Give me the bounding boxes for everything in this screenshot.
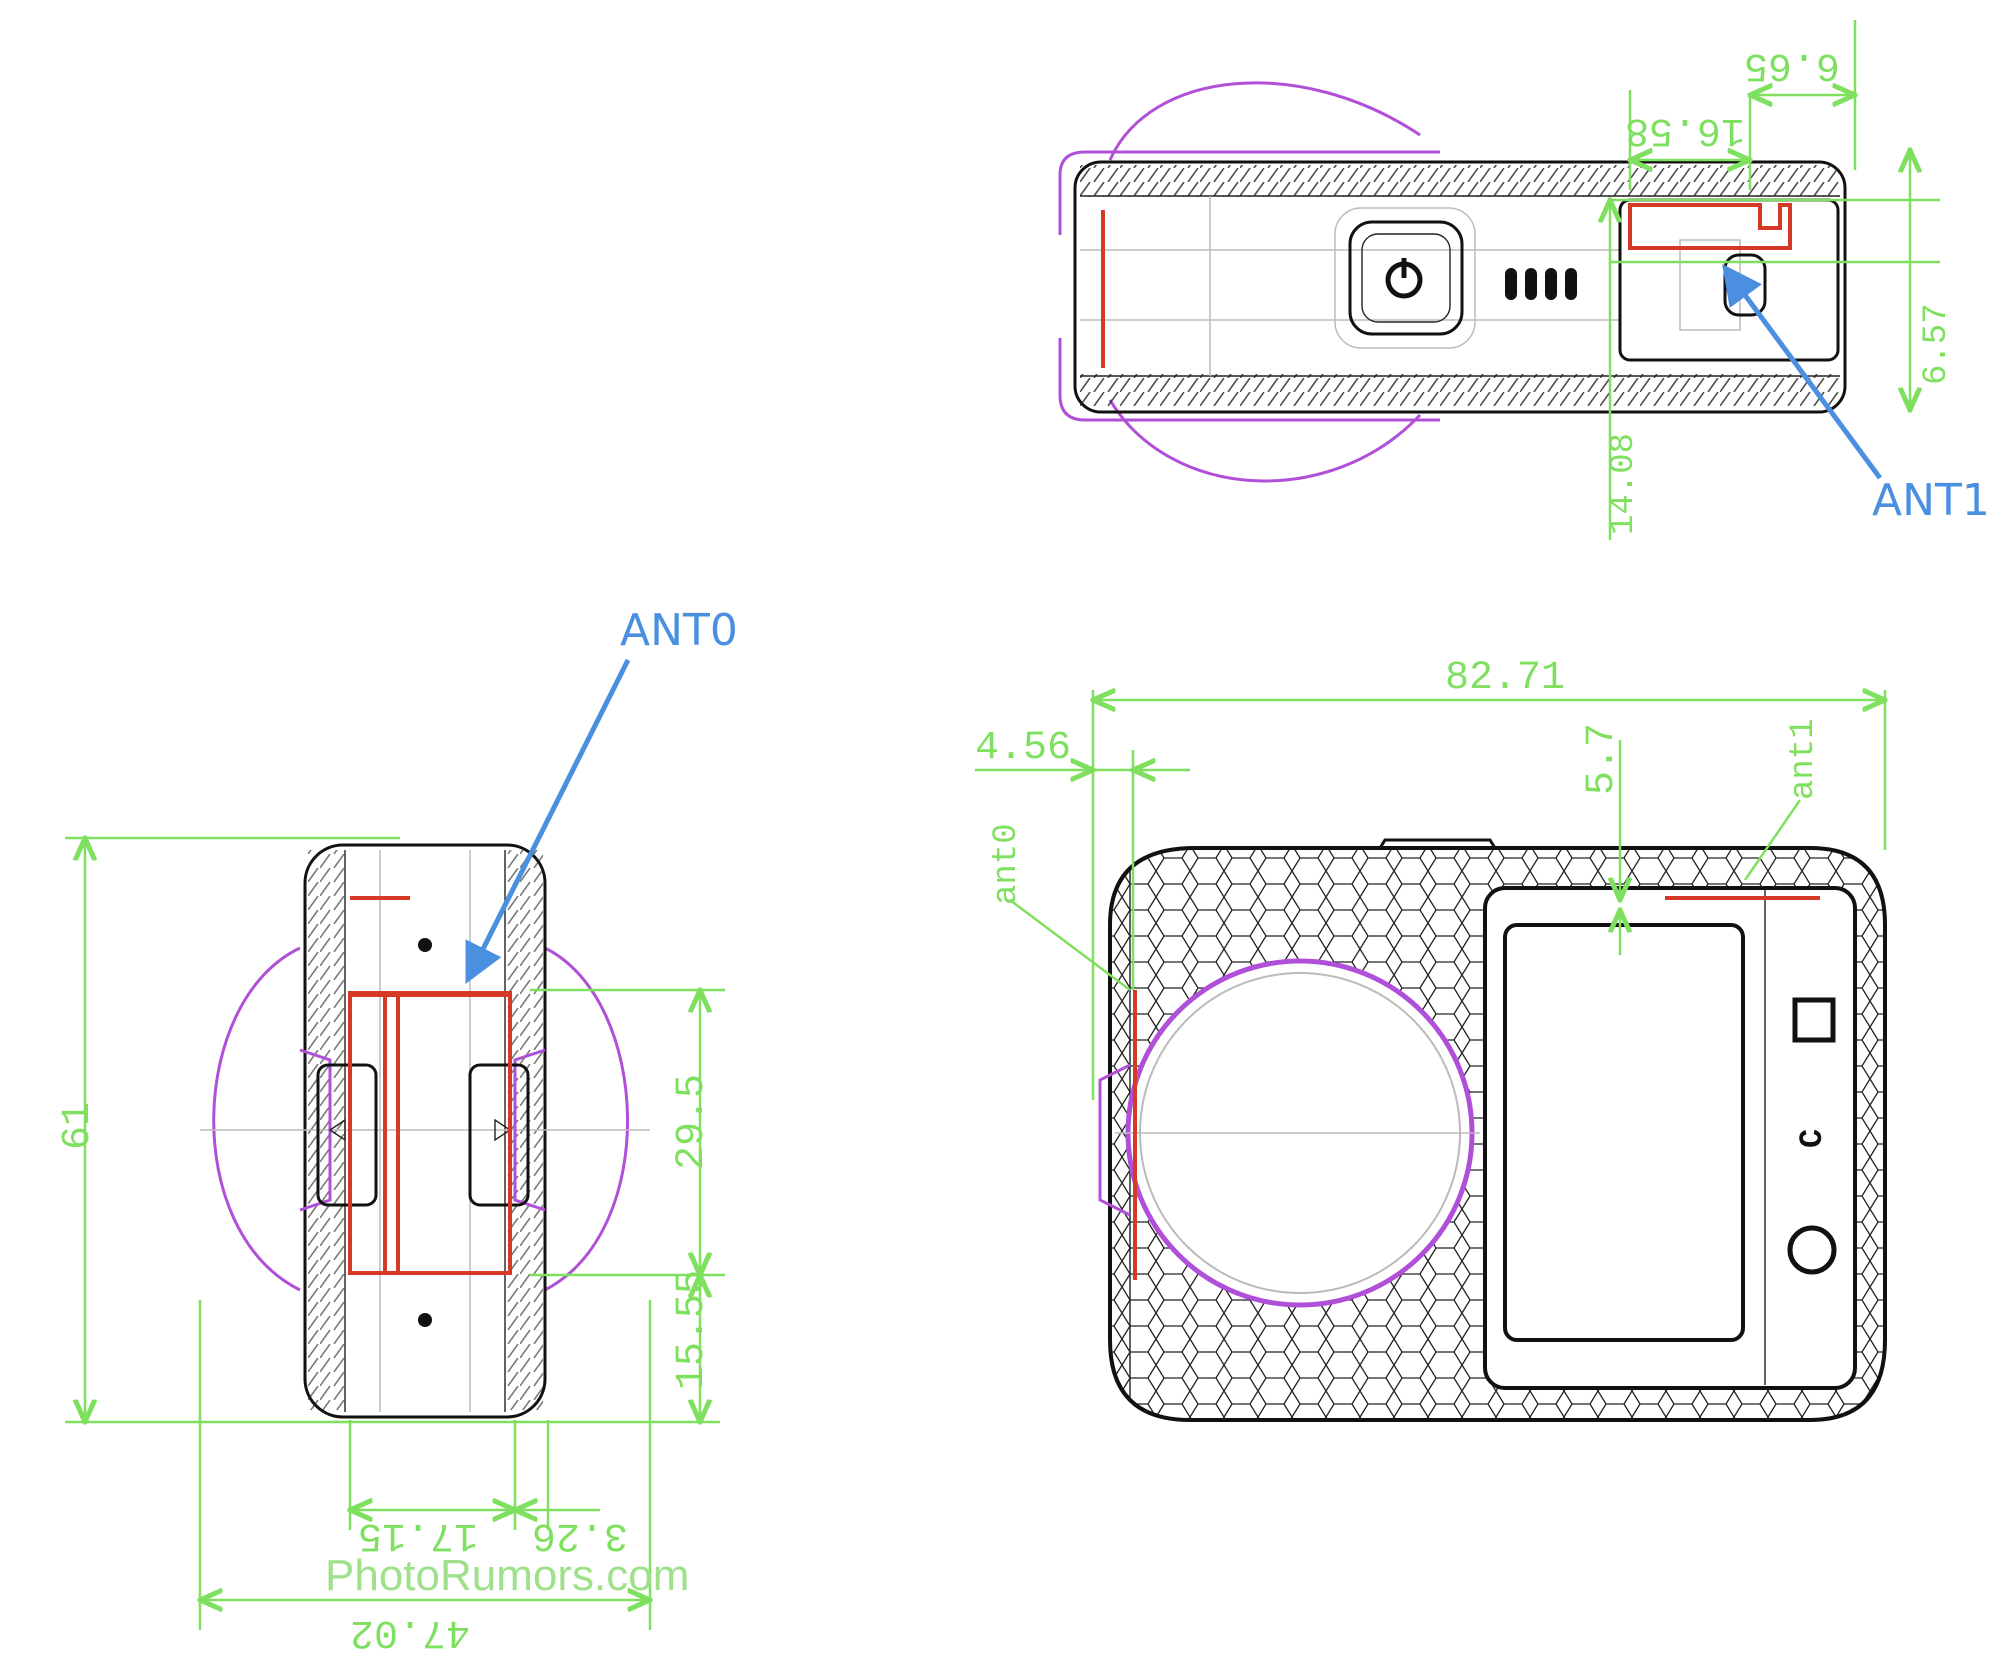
- power-button: [1348, 220, 1464, 336]
- side-dimensions: [65, 838, 725, 1630]
- square-button-icon: [1792, 997, 1836, 1043]
- dim-16-58: 16.58: [1625, 107, 1745, 152]
- top-view: 6.65 16.58 6.57 14.08 ANT1: [1058, 20, 1990, 540]
- side-lens-dome-right: [544, 946, 629, 1292]
- top-body-outline: [1073, 160, 1847, 414]
- ant1-arrow: [1722, 263, 1883, 480]
- dim-61: 61: [56, 1102, 101, 1150]
- circle-button-icon: [1787, 1225, 1837, 1275]
- top-door: [1618, 198, 1840, 362]
- dim-29-5: 29.5: [670, 1074, 715, 1170]
- dim-14-08: 14.08: [1605, 433, 1643, 535]
- side-body-outline: [303, 843, 547, 1419]
- top-dimensions: [1610, 20, 1940, 540]
- watermark: PhotoRumors.com: [325, 1551, 689, 1600]
- dim-6-65: 6.65: [1744, 42, 1840, 87]
- rear-screen: [1503, 923, 1745, 1342]
- side-lens-dome-left: [212, 946, 301, 1292]
- ant0-callout: ANT0: [620, 605, 738, 656]
- dim-15-55: 15.55: [670, 1270, 715, 1390]
- ant1-antenna-mark: [1628, 203, 1792, 250]
- dim-17-15: 17.15: [358, 1512, 478, 1557]
- front-view: C 82.71 4.56 5.7 ant0 ant1: [975, 656, 1885, 1422]
- dim-3-26: 3.26: [532, 1512, 628, 1557]
- c-button-icon: C: [1794, 1129, 1831, 1148]
- top-clip-upper: [1058, 150, 1440, 235]
- label-ant1: ant1: [1785, 718, 1823, 800]
- side-clip-right: [513, 1048, 546, 1212]
- dim-5-7: 5.7: [1580, 723, 1625, 795]
- ant1-callout: ANT1: [1872, 475, 1990, 526]
- top-lens-cover-dome: [1108, 81, 1422, 483]
- ant0-arrow: [465, 658, 631, 984]
- top-clip-lower: [1058, 338, 1440, 422]
- dim-82-71: 82.71: [1445, 656, 1565, 701]
- dim-6-57: 6.57: [1918, 303, 1956, 385]
- ant0-antenna-mark: [348, 991, 512, 1275]
- label-ant0: ant0: [988, 823, 1026, 905]
- dim-4-56: 4.56: [975, 726, 1071, 771]
- front-dimensions: [975, 690, 1885, 1100]
- speaker-grille: [1505, 268, 1577, 300]
- dim-47-02: 47.02: [350, 1609, 470, 1654]
- front-clip: [1098, 1063, 1131, 1217]
- side-view: 61 29.5 15.55 17.15 3.26 47.02 PhotoRumo…: [56, 605, 738, 1654]
